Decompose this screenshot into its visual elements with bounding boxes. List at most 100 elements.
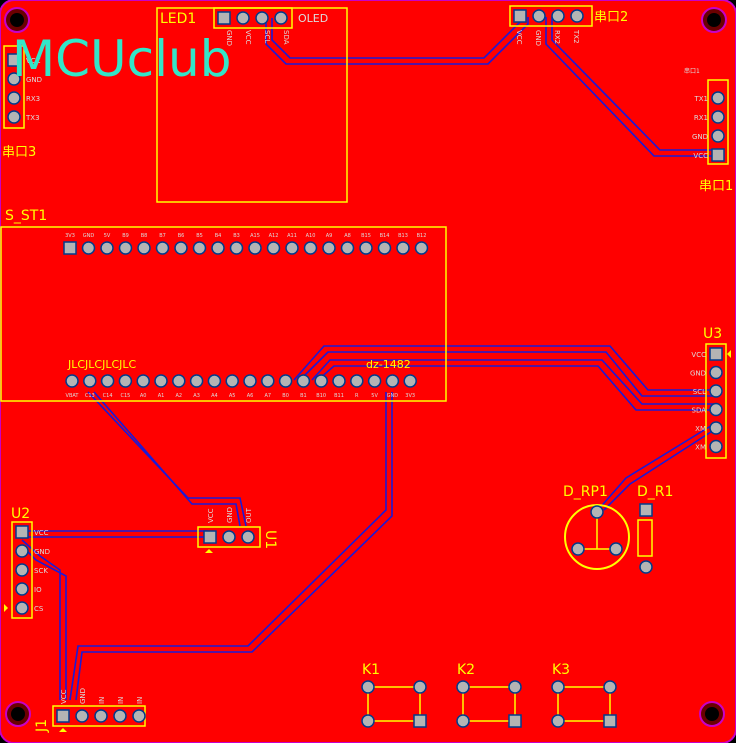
- j1-pin-label-2: GND: [79, 688, 87, 704]
- serial1-pin-label-3: GND: [692, 133, 708, 141]
- s-st1-bottom-pad-4: [118, 374, 133, 388]
- s-st1-bottom-pad-16: [332, 374, 346, 388]
- u2-pad-2: [15, 544, 29, 558]
- s-st1-bottom-pin-label-6: A1: [158, 393, 165, 399]
- serial3-ref: 串口3: [2, 145, 36, 160]
- s-st1-top-pin-label-12: A12: [269, 233, 279, 239]
- serial3-pin-label-3: RX3: [26, 95, 40, 103]
- u2-pin-label-3: SCK: [34, 567, 48, 575]
- s-st1-bottom-pad-12: [261, 374, 275, 388]
- s-st1-bottom-pad-3: [100, 374, 115, 388]
- s-st1-bottom-pin-label-20: 3V3: [405, 393, 415, 399]
- d-r1-pad-2: [639, 560, 653, 574]
- u1-pin-label-2: GND: [226, 507, 234, 523]
- serial2-pad-4: [570, 9, 584, 23]
- s-st1-bottom-pad-8: [189, 374, 204, 388]
- s-st1-bottom-pin-label-7: A2: [175, 393, 182, 399]
- s-st1-bottom-pad-5: [136, 374, 150, 388]
- s-st1-bottom-pad-13: [278, 374, 293, 388]
- s-st1-top-pin-label-20: B12: [417, 233, 427, 239]
- track-oled-serial2-a: [265, 17, 529, 65]
- s-st1-top-pad-8: [192, 241, 207, 255]
- s-st1-top-pad-9: [211, 241, 225, 255]
- u3-pin-label-6: XM: [695, 444, 706, 452]
- led1-pin-label-4: SDA: [282, 30, 290, 45]
- led1-pin-label-2: VCC: [244, 30, 252, 45]
- serial1-ref: 串口1: [699, 179, 733, 194]
- u2-pad-3: [15, 563, 29, 577]
- s-st1-bottom-pad-18: [367, 374, 382, 388]
- s-st1-top-pad-10: [229, 241, 244, 255]
- s-st1-top-pin-label-8: B5: [196, 233, 203, 239]
- track-u2-j1-a: [21, 539, 61, 700]
- u2-pin-label-5: CS: [34, 605, 44, 613]
- s-st1-top-pad-5: [137, 241, 151, 255]
- s-st1-bottom-pin-label-16: B11: [334, 393, 344, 399]
- s-st1-bottom-pin-label-9: A4: [211, 393, 218, 399]
- u3-pad-3: [709, 384, 723, 398]
- d-rp1-pad-3: [609, 542, 623, 556]
- serial1-pad-2: [711, 110, 725, 124]
- s-st1-top-pin-label-15: A9: [326, 233, 333, 239]
- track-u3-drp1: [597, 423, 715, 511]
- s-st1-top-pin-label-10: B3: [233, 233, 240, 239]
- s-st1-top-pad-1: [63, 241, 77, 255]
- s-st1-bottom-pin-label-17: R: [355, 393, 359, 399]
- d-rp1-pad-1: [590, 505, 604, 519]
- s-st1-top-pin-label-16: A8: [344, 233, 351, 239]
- s-st1-bottom-pin-label-13: B0: [282, 393, 289, 399]
- k1-ref: K1: [362, 662, 380, 678]
- led1-pad-4: [274, 11, 288, 25]
- s-st1-top-pad-16: [340, 241, 355, 255]
- s-st1-bottom-pad-7: [172, 374, 186, 388]
- serial1-pad-1: [711, 91, 725, 105]
- s-st1-bottom-pin-label-19: GND: [387, 393, 399, 399]
- serial1-pad-3: [711, 129, 725, 143]
- serial1-pad-4: [711, 148, 725, 162]
- s-st1-top-pad-12: [266, 241, 281, 255]
- s-st1-bottom-pin-label-5: A0: [140, 393, 147, 399]
- serial3-pad-1: [7, 53, 21, 67]
- s-st1-silk: JLCJLCJLCJLC: [67, 358, 137, 371]
- serial2-pad-3: [551, 9, 565, 23]
- u3-pad-5: [709, 421, 723, 435]
- u2-pad-5: [15, 601, 29, 615]
- s-st1-bottom-pad-6: [154, 374, 168, 388]
- s-st1-bottom-pad-9: [207, 374, 222, 388]
- s-st1-top-pad-15: [322, 241, 336, 255]
- u3-pin-label-4: SDA: [692, 407, 707, 415]
- u1-pad-3: [241, 530, 255, 544]
- s-st1-bottom-pin-label-4: C15: [120, 393, 130, 399]
- s-st1-bottom-pin-label-15: B10: [316, 393, 326, 399]
- mcuclub-logo: MCUclub: [12, 30, 231, 88]
- led1-pin-label-1: GND: [225, 30, 233, 46]
- k2-button: K2: [456, 662, 522, 728]
- s-st1-top-pad-2: [81, 241, 96, 255]
- s-st1-bottom-pin-label-1: VBAT: [66, 393, 80, 399]
- s-st1-top-pad-13: [285, 241, 299, 255]
- s-st1-top-pin-label-13: A11: [287, 233, 297, 239]
- serial2-pin-label-4: TX2: [572, 29, 580, 44]
- d-rp1-potentiometer: D_RP1: [563, 484, 630, 570]
- s-st1-bottom-pin-label-10: A5: [229, 393, 236, 399]
- s-st1-bottom-pad-14: [296, 374, 311, 388]
- k2-ref: K2: [457, 662, 475, 678]
- s-st1-bottom-pin-label-3: C14: [103, 393, 113, 399]
- u2-pad-1: [15, 525, 29, 539]
- d-r1-pad-1: [639, 503, 653, 517]
- u1-pin-label-1: VCC: [207, 508, 215, 523]
